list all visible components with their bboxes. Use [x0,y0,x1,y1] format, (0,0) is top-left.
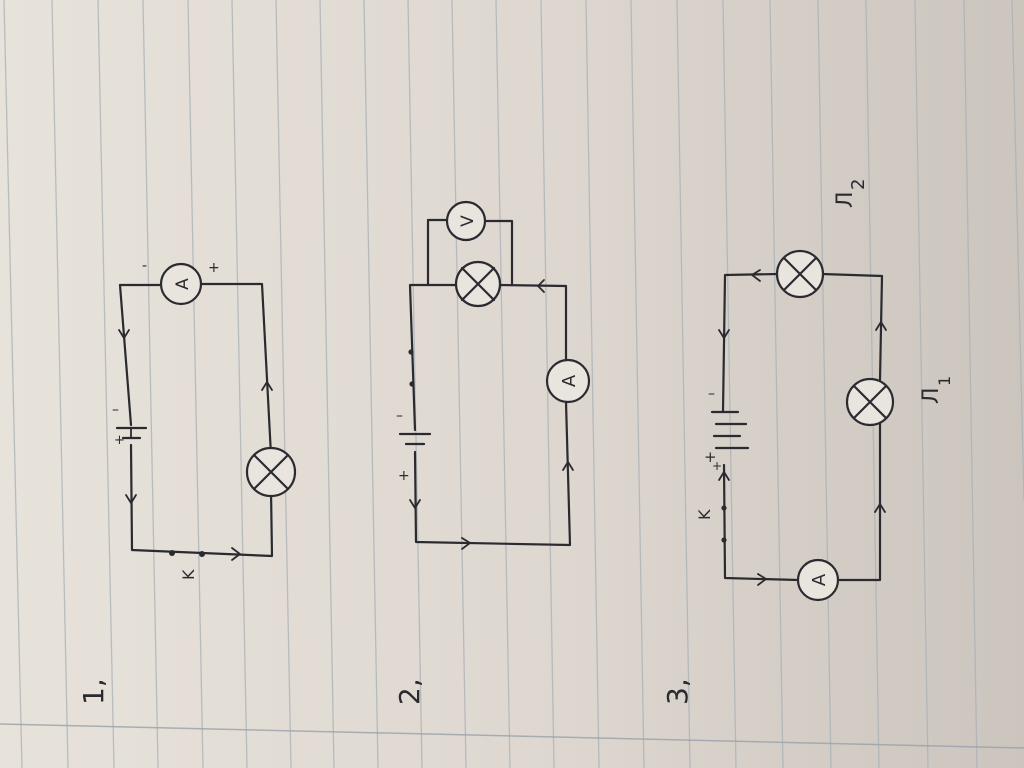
circuit-3-switch [721,505,727,543]
circuit-2-battery-plus: + [398,468,410,484]
circuit-2-ammeter [545,358,591,404]
circuit-1-battery-plus: + [114,433,125,448]
circuit-2: V A + – 2, [393,200,591,705]
circuit-1-battery [115,426,148,440]
circuit-1-number: 1, [77,678,110,705]
circuit-1-ammeter [159,262,203,306]
circuit-2-current-arrows [409,279,574,550]
circuit-3-battery-plus-second: + [712,459,722,473]
circuit-3-lamp-2 [775,249,825,299]
circuit-1: A - + + – K 1, [77,258,297,705]
circuit-3: A + + – K Л 1 Л 2 [661,179,954,705]
circuit-2-wire-loop [408,283,572,547]
circuit-3-lamp-1-label: Л 1 [919,376,954,404]
circuit-3-lamp-2-label: Л 2 [833,179,869,208]
circuit-1-current-arrows [118,329,273,561]
circuit-2-ammeter-letter: A [559,374,580,387]
circuit-2-voltmeter-letter: V [458,215,478,227]
circuit-2-lamp [454,260,502,308]
circuit-3-battery [710,410,750,450]
circuit-2-voltmeter-branch [426,218,514,287]
circuit-1-switch-letter: K [179,569,198,580]
circuit-1-ammeter-letter: A [173,278,193,290]
circuit-3-current-arrows [718,269,887,586]
circuit-3-battery-plus: + [704,448,717,466]
circuit-1-battery-minus: – [112,402,119,418]
margin-line [0,723,1024,749]
ruled-lines [3,0,1024,768]
svg-text:2: 2 [848,179,869,190]
circuit-1-wire-loop [118,282,274,558]
circuit-2-number: 2, [393,678,426,705]
circuit-2-battery-minus: – [396,408,403,424]
circuit-2-voltmeter [445,200,487,242]
circuit-3-number: 3, [661,678,694,705]
circuit-2-switch [408,349,415,387]
circuit-3-battery-minus: – [708,386,715,402]
circuit-3-ammeter-letter: A [809,573,830,586]
circuit-1-ammeter-plus: + [208,260,220,276]
circuit-3-ammeter [796,558,840,602]
circuit-2-battery [398,432,432,446]
circuit-1-switch [169,550,205,557]
svg-text:Л: Л [833,191,858,208]
circuit-3-lamp-1 [845,377,895,427]
svg-text:1: 1 [935,376,954,386]
svg-text:Л: Л [919,387,944,404]
circuit-1-ammeter-minus: - [142,258,147,274]
circuit-3-switch-letter: K [695,509,714,520]
circuit-1-lamp [245,446,297,498]
